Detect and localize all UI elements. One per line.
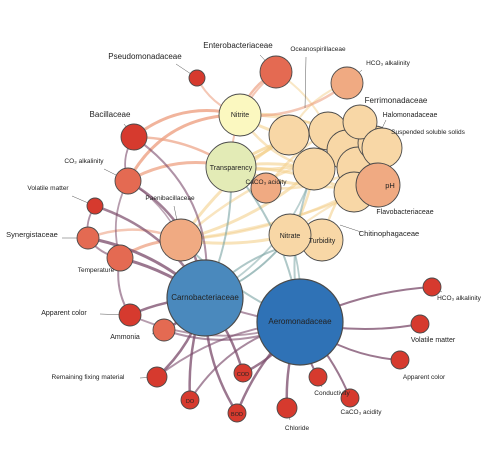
label-nitrate: Nitrate [280,233,301,240]
label-ph: pH [385,181,395,190]
label-halomonadaceae: Halomonadaceae [383,112,438,119]
label-temperature: Temperature [78,267,115,274]
node-ammonia[interactable] [152,318,176,342]
label-volatile_left: Volatile matter [27,185,69,192]
label-enterobacteriaceae: Enterobacteriaceae [203,41,273,50]
node-remaining[interactable] [146,366,168,388]
label-bod: BOD [231,412,243,418]
node-enterobacteriaceae[interactable] [259,55,293,89]
node-nitrate[interactable] [268,213,312,257]
node-cod[interactable] [233,363,253,383]
node-volatile_left[interactable] [86,197,104,215]
label-cod: COD [237,372,249,378]
label-pseudomonadaceae: Pseudomonadaceae [108,52,182,61]
label-flavobacteriaceae: Flavobacteriaceae [376,209,433,216]
node-caco3_acidity_top[interactable] [250,172,282,204]
node-apparent_right[interactable] [390,350,410,370]
label-hco3_right: HCO₃ alkalinity [437,295,482,302]
label-apparent_right: Apparent color [403,374,446,381]
node-co3[interactable] [114,167,142,195]
label-transparency: Transparency [210,165,253,172]
label-remaining: Remaining fixing material [52,374,126,381]
node-paenibacillaceae[interactable] [159,218,203,262]
node-chloride[interactable] [276,397,298,419]
node-bod[interactable] [227,403,247,423]
node-apparent_left[interactable] [118,303,142,327]
node-conductivity[interactable] [308,367,328,387]
label-synergistaceae: Synergistaceae [6,230,58,239]
node-c1[interactable] [268,114,310,156]
label-volatile_right: Volatile matter [411,337,456,344]
label-carnobacteriaceae: Carnobacteriaceae [171,293,239,302]
node-c4[interactable] [292,147,336,191]
label-conductivity: Conductivity [314,390,350,397]
node-synergistaceae[interactable] [76,226,100,250]
leader-chitinophagaceae [339,224,362,233]
nodes-layer [76,55,442,423]
label-chloride: Chloride [285,425,310,432]
label-nitrite: Nitrite [231,112,249,119]
node-volatile_right[interactable] [410,314,430,334]
node-caco3_right[interactable] [340,388,360,408]
label-aeromonadaceae: Aeromonadaceae [268,317,332,326]
label-caco3_right: CaCO₃ acidity [341,409,383,416]
label-suspended: Suspended soluble solids [391,129,465,136]
node-temperature[interactable] [106,244,134,272]
label-apparent_left: Apparent color [41,310,87,317]
label-paenibacillaceae: Paenibacillaceae [145,195,195,202]
label-caco3_acidity_top: CaCO₃ acidity [246,179,288,186]
label-hco3_top: HCO₃ alkalinity [366,60,411,67]
node-bacillaceae[interactable] [120,123,148,151]
node-pseudomonadaceae[interactable] [188,69,206,87]
node-nitrite[interactable] [218,93,262,137]
node-carnobacteriaceae[interactable] [166,259,244,337]
node-transparency[interactable] [205,141,257,193]
node-hco3_right[interactable] [422,277,442,297]
node-do[interactable] [180,390,200,410]
node-aeromonadaceae[interactable] [256,278,344,366]
label-oceanospirillaceae: Oceanospirillaceae [290,46,346,53]
node-ferrimonadaceae[interactable] [342,104,378,140]
label-co3: CO₃ alkalinity [64,158,104,165]
label-bacillaceae: Bacillaceae [90,110,131,119]
leader-oceanospirillaceae [304,56,307,109]
label-do: DO [186,399,195,405]
label-ammonia: Ammonia [110,334,140,341]
label-turbidity: Turbidity [309,238,336,245]
node-hco3_top[interactable] [330,66,364,100]
label-chitinophagaceae: Chitinophagaceae [359,229,419,238]
label-ferrimonadaceae: Ferrimonadaceae [365,96,428,105]
node-ph[interactable] [355,162,401,208]
